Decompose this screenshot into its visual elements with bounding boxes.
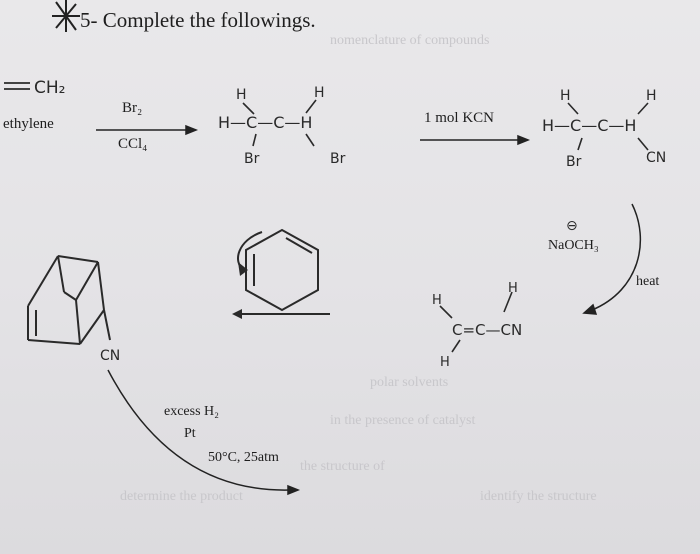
alkene-h-bottom: H: [440, 355, 450, 370]
svg-text:in the presence of catalyst: in the presence of catalyst: [330, 413, 475, 428]
reaction-arrow-2: [420, 134, 531, 146]
reaction-arrow-4: [107, 369, 301, 496]
svg-text:nomenclature of compounds: nomenclature of compounds: [330, 33, 489, 48]
reactant-ethylene: ethylene: [3, 116, 54, 132]
reagent-excess-h2: excess H₂: [164, 404, 220, 419]
cyclohexadiene-structure: [232, 228, 330, 319]
bromonitrile-main-chain: H—C—C—H: [542, 116, 636, 135]
bleed-through-text: nomenclature of compounds polar solvents…: [120, 33, 597, 504]
dibromide-h-top-left: H: [236, 87, 247, 103]
methoxide-charge-icon: ⊖: [566, 218, 578, 234]
reagent-br2: Br₂: [122, 100, 143, 116]
handwritten-ethylene-formula: [4, 82, 30, 90]
alkene-h-left: H: [432, 293, 442, 308]
condition-temp-pressure: 50°C, 25atm: [208, 450, 279, 465]
problem-title: 5- Complete the followings.: [80, 8, 316, 32]
dibromide-structure: [242, 99, 317, 147]
bromonitrile-h-top-right: H: [646, 88, 657, 104]
reagent-ccl4: CCl₄: [118, 136, 148, 152]
bicyclic-cn-label: CN: [100, 348, 120, 364]
svg-text:identify the structure: identify the structure: [480, 489, 597, 504]
reaction-arrow-1: [96, 124, 199, 136]
handwritten-ch2: CH₂: [34, 78, 65, 98]
bromonitrile-cn: CN: [646, 150, 666, 166]
reagent-pt: Pt: [184, 426, 196, 441]
reagent-naoch3: NaOCH₃: [548, 238, 599, 253]
bromonitrile-h-top-left: H: [560, 88, 571, 104]
alkene-structure: [439, 291, 513, 353]
dibromide-br-left: Br: [244, 151, 260, 167]
alkene-h-right: H: [508, 281, 518, 296]
svg-text:polar solvents: polar solvents: [370, 375, 448, 390]
reaction-arrow-3: [582, 203, 642, 315]
star-icon: [52, 0, 80, 32]
bromonitrile-structure: [567, 102, 649, 151]
condition-heat: heat: [636, 274, 660, 289]
dibromide-br-right: Br: [330, 151, 346, 167]
bicyclic-nitrile-structure: [27, 255, 111, 345]
dibromide-main-chain: H—C—C—H: [218, 113, 312, 132]
dibromide-h-top-right: H: [314, 85, 325, 101]
bromonitrile-br: Br: [566, 154, 582, 170]
alkene-chain: C=C—CN: [452, 321, 522, 339]
svg-text:determine the product: determine the product: [120, 489, 243, 504]
reagent-kcn: 1 mol KCN: [424, 110, 495, 126]
svg-text:the structure of: the structure of: [300, 459, 385, 474]
